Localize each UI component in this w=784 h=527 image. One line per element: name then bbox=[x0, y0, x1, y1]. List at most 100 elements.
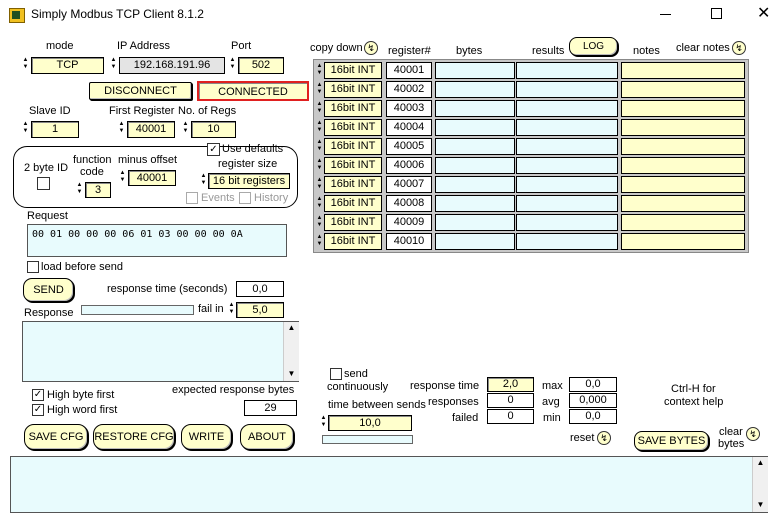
notes-cell[interactable] bbox=[621, 100, 745, 117]
port-spinner[interactable]: ▲▼ bbox=[229, 57, 236, 70]
time-between-label: time between sends bbox=[328, 399, 426, 411]
fail-in-field[interactable]: 5,0 bbox=[236, 302, 284, 318]
request-label: Request bbox=[27, 210, 68, 222]
mode-field[interactable]: TCP bbox=[31, 57, 104, 74]
type-spinner[interactable]: ▲▼ bbox=[316, 139, 323, 152]
type-spinner[interactable]: ▲▼ bbox=[316, 177, 323, 190]
minus-offset-label: minus offset bbox=[118, 154, 178, 166]
minimize-icon[interactable] bbox=[660, 14, 671, 15]
load-before-send-label: load before send bbox=[41, 261, 123, 273]
register-type-field[interactable]: 16bit INT bbox=[324, 100, 382, 117]
minus-offset-spinner[interactable]: ▲▼ bbox=[119, 170, 126, 183]
type-spinner[interactable]: ▲▼ bbox=[316, 63, 323, 76]
bytes-cell bbox=[435, 62, 515, 79]
ip-field[interactable]: 192.168.191.96 bbox=[119, 57, 225, 74]
history-checkbox[interactable] bbox=[239, 192, 251, 204]
notes-cell[interactable] bbox=[621, 214, 745, 231]
title-bar: Simply Modbus TCP Client 8.1.2 ✕ bbox=[0, 0, 784, 30]
mode-label: mode bbox=[46, 40, 74, 52]
register-type-field[interactable]: 16bit INT bbox=[324, 195, 382, 212]
two-byte-id-checkbox[interactable] bbox=[37, 177, 50, 190]
copy-down-icon[interactable]: ↯ bbox=[364, 41, 378, 55]
register-type-field[interactable]: 16bit INT bbox=[324, 138, 382, 155]
responses-value: 0 bbox=[487, 393, 534, 408]
type-spinner[interactable]: ▲▼ bbox=[316, 215, 323, 228]
slave-id-spinner[interactable]: ▲▼ bbox=[22, 121, 29, 134]
disconnect-button[interactable]: DISCONNECT bbox=[89, 82, 192, 100]
first-register-field[interactable]: 40001 bbox=[127, 121, 175, 138]
clear-bytes-icon[interactable]: ↯ bbox=[746, 427, 760, 441]
register-type-field[interactable]: 16bit INT bbox=[324, 62, 382, 79]
restore-cfg-button[interactable]: RESTORE CFG bbox=[93, 424, 175, 450]
register-size-spinner[interactable]: ▲▼ bbox=[200, 173, 207, 186]
num-regs-field[interactable]: 10 bbox=[191, 121, 236, 138]
function-code-spinner[interactable]: ▲▼ bbox=[76, 182, 83, 195]
register-size-field[interactable]: 16 bit registers bbox=[208, 173, 290, 189]
high-word-checkbox[interactable]: ✓ bbox=[32, 404, 44, 416]
save-bytes-button[interactable]: SAVE BYTES bbox=[634, 431, 709, 451]
time-between-spinner[interactable]: ▲▼ bbox=[320, 415, 327, 428]
fail-in-spinner[interactable]: ▲▼ bbox=[228, 302, 235, 315]
request-bytes[interactable]: 00 01 00 00 00 06 01 03 00 00 00 0A bbox=[27, 224, 287, 257]
results-cell bbox=[516, 119, 618, 136]
response-time-seconds-value: 0,0 bbox=[236, 281, 284, 297]
port-field[interactable]: 502 bbox=[238, 57, 284, 74]
function-group bbox=[13, 146, 298, 208]
high-byte-checkbox[interactable]: ✓ bbox=[32, 389, 44, 401]
function-code-field[interactable]: 3 bbox=[85, 182, 111, 198]
notes-cell[interactable] bbox=[621, 233, 745, 250]
register-type-field[interactable]: 16bit INT bbox=[324, 233, 382, 250]
type-spinner[interactable]: ▲▼ bbox=[316, 82, 323, 95]
notes-cell[interactable] bbox=[621, 119, 745, 136]
use-defaults-checkbox[interactable]: ✓ bbox=[207, 143, 220, 156]
bytes-log[interactable] bbox=[10, 456, 768, 513]
register-type-field[interactable]: 16bit INT bbox=[324, 119, 382, 136]
log-scroll-down-icon[interactable]: ▼ bbox=[756, 500, 765, 509]
register-type-field[interactable]: 16bit INT bbox=[324, 81, 382, 98]
register-type-field[interactable]: 16bit INT bbox=[324, 176, 382, 193]
mode-spinner[interactable]: ▲▼ bbox=[22, 57, 29, 70]
ip-spinner[interactable]: ▲▼ bbox=[110, 57, 117, 70]
send-button[interactable]: SEND bbox=[23, 278, 74, 302]
response-bytes[interactable] bbox=[22, 321, 299, 382]
notes-cell[interactable] bbox=[621, 138, 745, 155]
notes-cell[interactable] bbox=[621, 62, 745, 79]
type-spinner[interactable]: ▲▼ bbox=[316, 196, 323, 209]
notes-cell[interactable] bbox=[621, 157, 745, 174]
scroll-down-icon[interactable]: ▼ bbox=[287, 369, 296, 378]
response-scrollbar[interactable]: ▲ ▼ bbox=[283, 322, 299, 381]
type-spinner[interactable]: ▲▼ bbox=[316, 158, 323, 171]
log-scroll-up-icon[interactable]: ▲ bbox=[756, 458, 765, 467]
minus-offset-field[interactable]: 40001 bbox=[128, 170, 176, 186]
reset-icon[interactable]: ↯ bbox=[597, 431, 611, 445]
notes-cell[interactable] bbox=[621, 195, 745, 212]
about-button[interactable]: ABOUT bbox=[240, 424, 294, 450]
bytes-cell bbox=[435, 214, 515, 231]
send-continuously-checkbox[interactable] bbox=[330, 368, 342, 380]
num-regs-spinner[interactable]: ▲▼ bbox=[182, 121, 189, 134]
save-cfg-button[interactable]: SAVE CFG bbox=[24, 424, 88, 450]
num-regs-label: No. of Regs bbox=[178, 105, 237, 117]
notes-cell[interactable] bbox=[621, 176, 745, 193]
maximize-icon[interactable] bbox=[711, 8, 722, 19]
load-before-send-checkbox[interactable] bbox=[27, 261, 39, 273]
max-label: max bbox=[542, 380, 563, 392]
history-label: History bbox=[254, 192, 289, 204]
close-icon[interactable]: ✕ bbox=[757, 5, 771, 22]
slave-id-field[interactable]: 1 bbox=[31, 121, 79, 138]
write-button[interactable]: WRITE bbox=[181, 424, 232, 450]
clear-notes-icon[interactable]: ↯ bbox=[732, 41, 746, 55]
first-register-spinner[interactable]: ▲▼ bbox=[118, 121, 125, 134]
two-byte-id-label: 2 byte ID bbox=[24, 162, 69, 174]
log-button[interactable]: LOG bbox=[569, 37, 618, 56]
log-scrollbar[interactable]: ▲ ▼ bbox=[752, 457, 768, 512]
type-spinner[interactable]: ▲▼ bbox=[316, 101, 323, 114]
scroll-up-icon[interactable]: ▲ bbox=[287, 323, 296, 332]
time-between-field[interactable]: 10,0 bbox=[328, 415, 412, 431]
type-spinner[interactable]: ▲▼ bbox=[316, 120, 323, 133]
type-spinner[interactable]: ▲▼ bbox=[316, 234, 323, 247]
events-checkbox[interactable] bbox=[186, 192, 198, 204]
register-type-field[interactable]: 16bit INT bbox=[324, 157, 382, 174]
register-type-field[interactable]: 16bit INT bbox=[324, 214, 382, 231]
notes-cell[interactable] bbox=[621, 81, 745, 98]
